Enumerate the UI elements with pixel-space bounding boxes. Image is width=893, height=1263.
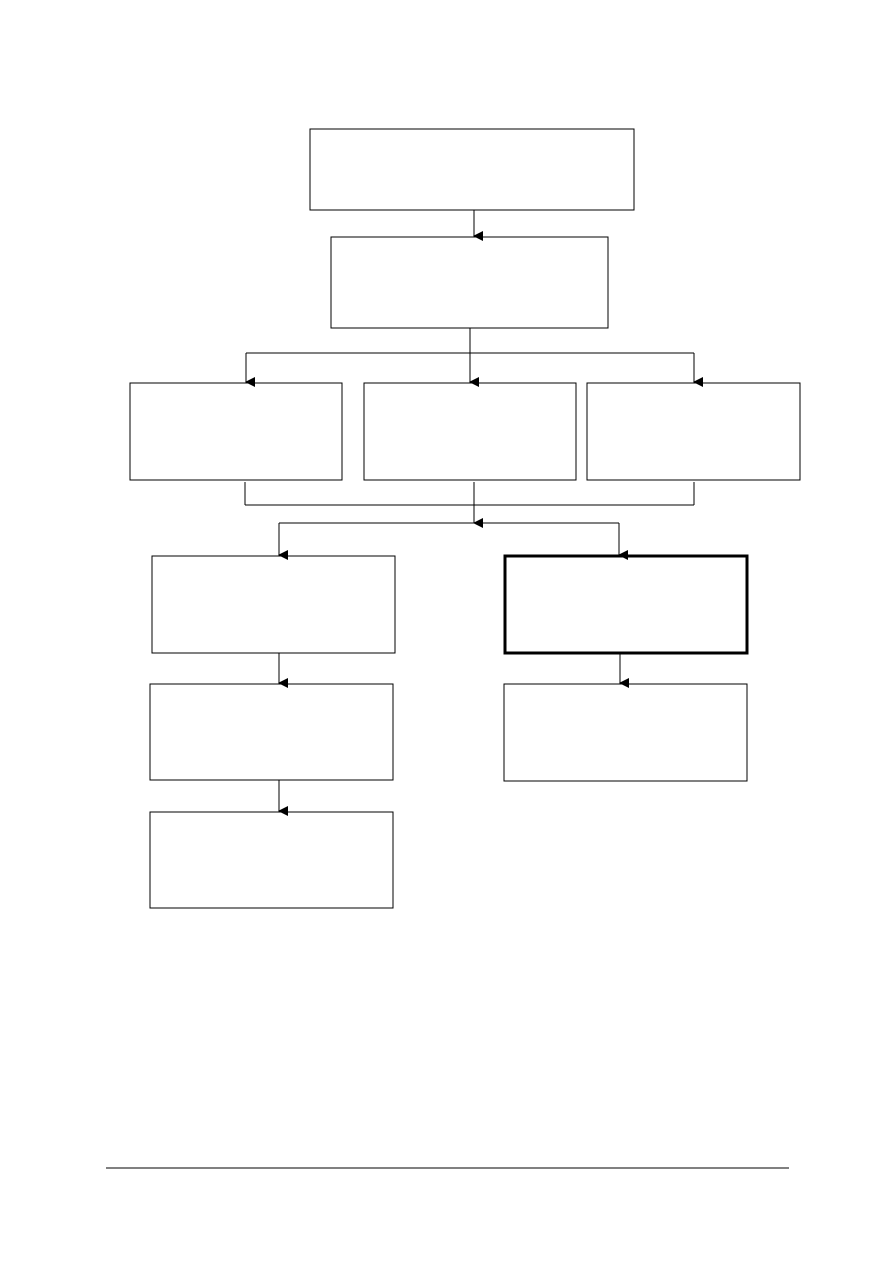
node-n3c bbox=[586, 382, 801, 481]
node-n2 bbox=[330, 236, 609, 329]
node-n3b bbox=[363, 382, 577, 481]
node-n5b bbox=[503, 683, 748, 782]
node-n3a bbox=[129, 382, 343, 481]
node-n1 bbox=[309, 128, 635, 211]
node-n4a bbox=[151, 555, 396, 654]
node-n5a bbox=[149, 683, 394, 781]
node-n6a bbox=[149, 811, 394, 909]
node-n4b bbox=[503, 554, 749, 655]
